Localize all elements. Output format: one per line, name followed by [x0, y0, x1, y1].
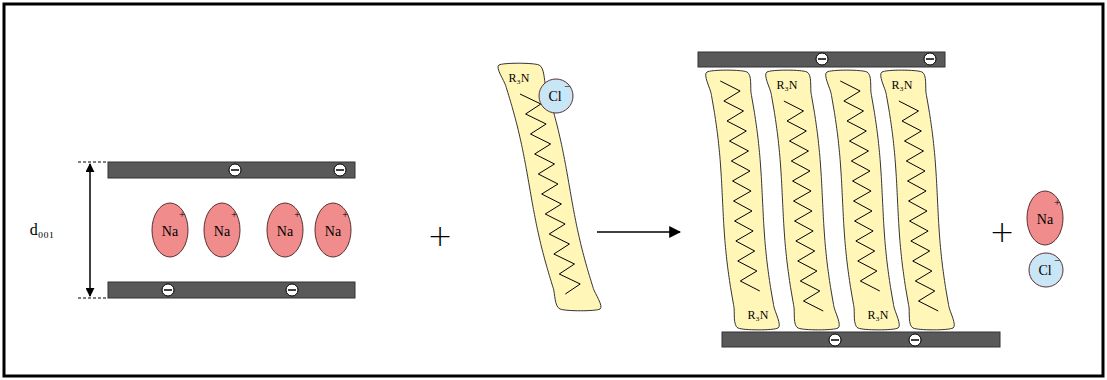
- surfactant-outline: [880, 69, 955, 331]
- ion-shape: [315, 203, 351, 257]
- sodium-ion: Na+: [151, 202, 189, 258]
- clay-layer: [698, 52, 945, 67]
- surfactant-chain: R₃N: [880, 69, 955, 331]
- plus-sign: +: [427, 221, 452, 251]
- ion-label: Cl: [548, 90, 561, 104]
- charge-sign: +: [342, 209, 348, 220]
- head-group-label: R₃N: [892, 79, 913, 91]
- head-group-label: R₃N: [868, 309, 889, 321]
- ion-label: Na: [277, 225, 293, 239]
- charge-sign: −: [1054, 255, 1060, 266]
- ion-shape: [152, 203, 188, 257]
- charge-sign: +: [1054, 197, 1060, 208]
- surfactant-chain: R₃N: [765, 69, 840, 331]
- surfactant-body: [498, 63, 601, 311]
- alkyl-chain: [840, 81, 880, 291]
- negative-charge: [229, 164, 241, 176]
- plus-sign: +: [989, 217, 1014, 247]
- surfactant-outline: [765, 69, 840, 331]
- ion-shape: [1027, 191, 1063, 245]
- negative-charge: [829, 334, 841, 346]
- alkyl-chain: [720, 81, 760, 291]
- negative-charge: [162, 284, 174, 296]
- ion-shape: [1029, 253, 1063, 287]
- head-group-label: R₃N: [748, 309, 769, 321]
- alkyl-chain: [520, 94, 580, 294]
- head-group-label: R₃N: [777, 79, 798, 91]
- clay-layer: [722, 332, 1000, 347]
- ion-shape: [539, 79, 573, 113]
- ion-shape: [204, 203, 240, 257]
- surfactant-body: [766, 70, 840, 330]
- surfactant-body: [881, 70, 955, 330]
- ion-label: Na: [214, 225, 230, 239]
- ion-label: Na: [325, 225, 341, 239]
- chloride-ion: Cl−: [538, 78, 574, 114]
- dimension-arrow: [89, 164, 91, 296]
- surfactant-chain: R₃N: [705, 69, 780, 331]
- ion-label: Na: [1037, 213, 1053, 227]
- dimension-label: d₀₀₁: [30, 222, 55, 238]
- dimension-line: [78, 298, 108, 299]
- alkyl-chain: [784, 101, 823, 311]
- sodium-ion: Na+: [1026, 190, 1064, 246]
- charge-sign: +: [179, 209, 185, 220]
- charge-sign: +: [294, 209, 300, 220]
- surfactant-body: [826, 70, 900, 330]
- frame: [4, 4, 1103, 376]
- negative-charge: [286, 284, 298, 296]
- dimension-line: [78, 162, 108, 163]
- sodium-ion: Na+: [314, 202, 352, 258]
- charge-sign: +: [231, 209, 237, 220]
- reaction-arrow: [597, 231, 680, 233]
- charge-sign: −: [564, 81, 570, 92]
- alkyl-chain: [899, 101, 938, 311]
- surfactant-body: [706, 70, 780, 330]
- sodium-ion: Na+: [266, 202, 304, 258]
- clay-layer: [108, 162, 355, 178]
- negative-charge: [909, 334, 921, 346]
- negative-charge: [816, 53, 828, 65]
- chloride-ion: Cl−: [1028, 252, 1064, 288]
- sodium-ion: Na+: [203, 202, 241, 258]
- ion-label: Na: [162, 225, 178, 239]
- head-group-label: R₃N: [509, 72, 530, 84]
- negative-charge: [334, 164, 346, 176]
- ion-shape: [267, 203, 303, 257]
- negative-charge: [924, 53, 936, 65]
- ion-label: Cl: [1038, 264, 1051, 278]
- surfactant-outline: [705, 69, 780, 331]
- clay-layer: [108, 282, 355, 298]
